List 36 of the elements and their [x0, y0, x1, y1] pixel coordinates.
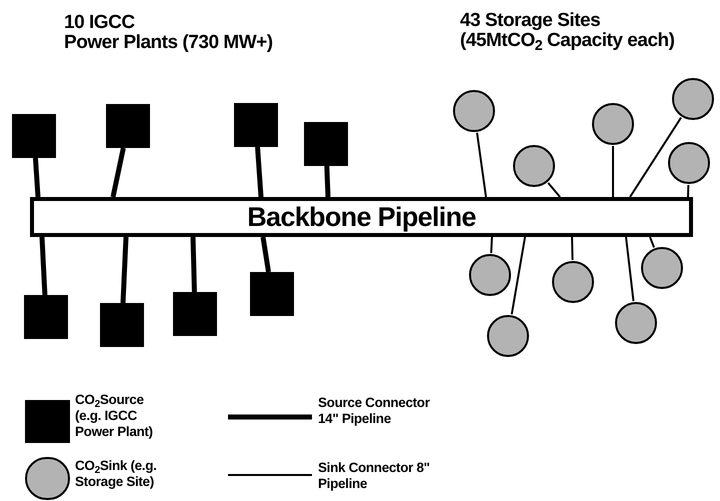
pipeline-connector [476, 132, 487, 198]
source-square [250, 272, 294, 316]
pipeline-connector [510, 236, 526, 314]
source-square [304, 122, 348, 166]
source-square [106, 104, 150, 148]
pipeline-connector [625, 236, 634, 302]
pipeline-bar [30, 197, 693, 237]
pipeline-connector [547, 182, 561, 198]
source-square [234, 103, 278, 147]
heading-text: (45MtCO$_{2}$ Capacity each) [460, 31, 675, 51]
legend-text: CO$_{2}$Sink (e.g. Storage Site) [75, 458, 158, 490]
pipeline-connector [40, 236, 48, 296]
pipeline-connector [110, 148, 126, 198]
pipeline-connector [120, 236, 128, 304]
source-square [173, 292, 217, 336]
heading-text: Power Plants (730 MW+) [64, 33, 273, 53]
pipeline-label: Backbone Pipeline [247, 204, 476, 230]
legend-text: CO$_{2}$Source (e.g. IGCC Power Plant) [75, 392, 154, 440]
pipeline-connector [571, 236, 574, 260]
source-square [12, 114, 56, 158]
legend-text: Sink Connector 8" Pipeline [318, 460, 431, 492]
heading-text: 43 Storage Sites [460, 11, 600, 31]
pipeline-connector [629, 116, 682, 198]
pipeline-connector [649, 236, 655, 248]
pipeline-connector [324, 166, 330, 198]
pipeline-connector [687, 184, 690, 198]
pipeline-connector [32, 158, 40, 198]
pipeline-connector [260, 236, 271, 272]
source-square [24, 295, 68, 339]
legend-text: Source Connector 14" Pipeline [318, 395, 431, 427]
pipeline-connector [490, 236, 493, 254]
source-square [100, 303, 144, 347]
pipeline-connector [190, 236, 197, 292]
pipeline-connector [255, 146, 264, 198]
heading-text: 10 IGCC [64, 13, 135, 33]
pipeline-connector [612, 146, 614, 197]
